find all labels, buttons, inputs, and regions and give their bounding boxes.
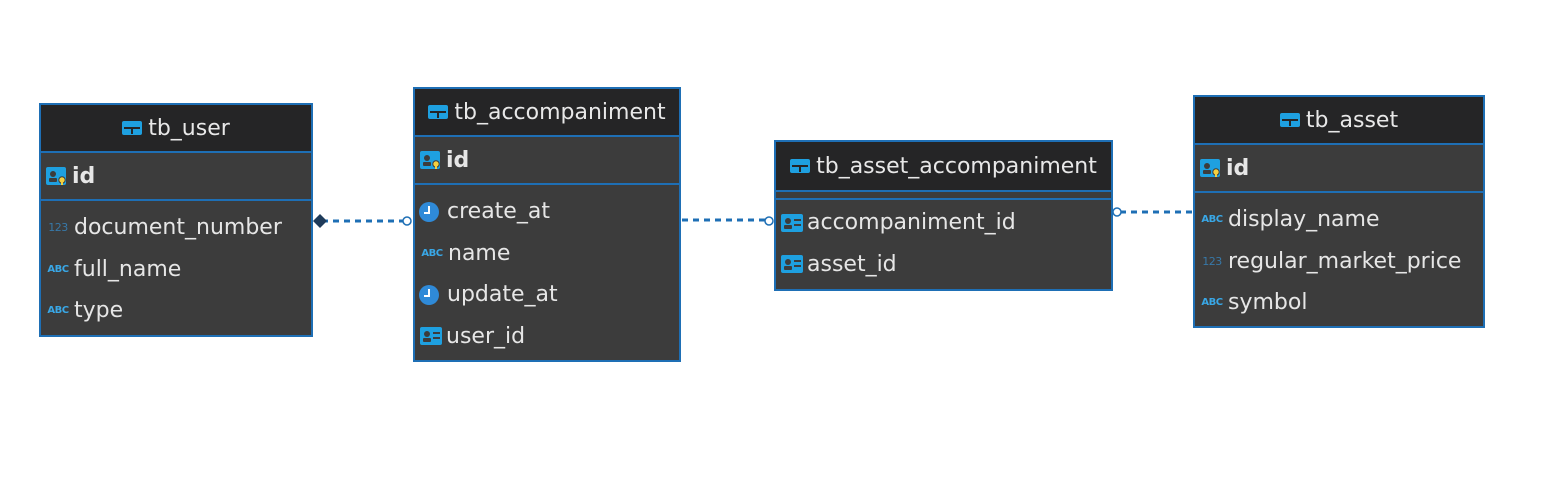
primary-key-icon bbox=[45, 165, 69, 187]
entity-header[interactable]: tb_asset_accompaniment bbox=[776, 142, 1111, 190]
datetime-type-icon bbox=[419, 201, 439, 222]
column-name: accompaniment_id bbox=[807, 210, 1016, 236]
primary-key-row[interactable]: id bbox=[415, 137, 679, 185]
column-row[interactable]: user_id bbox=[415, 316, 679, 358]
column-name: display_name bbox=[1228, 207, 1380, 233]
column-name: regular_market_price bbox=[1228, 248, 1462, 274]
primary-key-row[interactable]: id bbox=[1195, 145, 1483, 193]
number-type-icon: 123 bbox=[1202, 254, 1222, 268]
column-row[interactable]: update_at bbox=[415, 274, 679, 316]
link-end-circle-icon bbox=[1112, 207, 1122, 217]
column-row[interactable]: accompaniment_id bbox=[776, 202, 1111, 244]
table-icon bbox=[428, 105, 449, 119]
text-type-icon: ABC bbox=[1201, 214, 1223, 226]
column-name: type bbox=[74, 298, 124, 324]
entity-tb-asset-accompaniment[interactable]: tb_asset_accompaniment accompaniment_id … bbox=[774, 140, 1113, 291]
entity-header[interactable]: tb_asset bbox=[1195, 97, 1483, 145]
datetime-type-icon bbox=[419, 284, 439, 305]
column-name: full_name bbox=[74, 256, 182, 282]
text-type-icon: ABC bbox=[47, 263, 69, 275]
column-row[interactable]: asset_id bbox=[776, 244, 1111, 286]
foreign-key-icon bbox=[419, 325, 443, 347]
column-name: create_at bbox=[447, 199, 550, 225]
link-asset-accompaniment-asset[interactable] bbox=[1112, 207, 1194, 217]
foreign-key-icon bbox=[780, 253, 804, 275]
entity-header[interactable]: tb_user bbox=[41, 105, 311, 153]
column-row[interactable]: ABC symbol bbox=[1195, 282, 1483, 324]
entity-title: tb_user bbox=[148, 115, 230, 141]
number-type-icon: 123 bbox=[48, 221, 68, 235]
pk-column-name: id bbox=[72, 163, 96, 189]
pk-column-name: id bbox=[446, 147, 470, 173]
column-row[interactable]: ABC display_name bbox=[1195, 199, 1483, 241]
pk-column-name: id bbox=[1226, 155, 1250, 181]
primary-key-row[interactable]: id bbox=[41, 153, 311, 201]
entity-tb-accompaniment[interactable]: tb_accompaniment id create_at ABC name u… bbox=[413, 87, 681, 362]
identifying-diamond-icon bbox=[313, 214, 327, 228]
column-row[interactable]: 123 regular_market_price bbox=[1195, 241, 1483, 283]
column-name: symbol bbox=[1228, 290, 1308, 316]
table-icon bbox=[122, 121, 143, 135]
empty-pk-section bbox=[776, 190, 1111, 200]
text-type-icon: ABC bbox=[421, 247, 443, 259]
entity-title: tb_accompaniment bbox=[454, 99, 666, 125]
column-row[interactable]: ABC full_name bbox=[41, 249, 311, 291]
column-row[interactable]: ABC name bbox=[415, 233, 679, 275]
column-name: name bbox=[448, 240, 511, 266]
text-type-icon: ABC bbox=[1201, 297, 1223, 309]
table-icon bbox=[1279, 113, 1300, 127]
column-name: asset_id bbox=[807, 251, 897, 277]
text-type-icon: ABC bbox=[47, 305, 69, 317]
table-icon bbox=[790, 159, 811, 173]
link-user-accompaniment[interactable] bbox=[313, 214, 412, 228]
column-row[interactable]: ABC type bbox=[41, 290, 311, 332]
primary-key-icon bbox=[1199, 157, 1223, 179]
column-name: document_number bbox=[74, 215, 282, 241]
link-accompaniment-asset-accompaniment[interactable] bbox=[682, 216, 774, 226]
entity-header[interactable]: tb_accompaniment bbox=[415, 89, 679, 137]
entity-title: tb_asset_accompaniment bbox=[816, 153, 1097, 179]
column-row[interactable]: 123 document_number bbox=[41, 207, 311, 249]
entity-tb-user[interactable]: tb_user id 123 document_number ABC full_… bbox=[39, 103, 313, 337]
link-end-circle-icon bbox=[402, 216, 412, 226]
entity-tb-asset[interactable]: tb_asset id ABC display_name 123 regular… bbox=[1193, 95, 1485, 328]
column-name: update_at bbox=[447, 282, 558, 308]
entity-title: tb_asset bbox=[1305, 107, 1399, 133]
foreign-key-icon bbox=[780, 212, 804, 234]
primary-key-icon bbox=[419, 149, 443, 171]
column-row[interactable]: create_at bbox=[415, 191, 679, 233]
link-end-circle-icon bbox=[764, 216, 774, 226]
column-name: user_id bbox=[446, 323, 526, 349]
